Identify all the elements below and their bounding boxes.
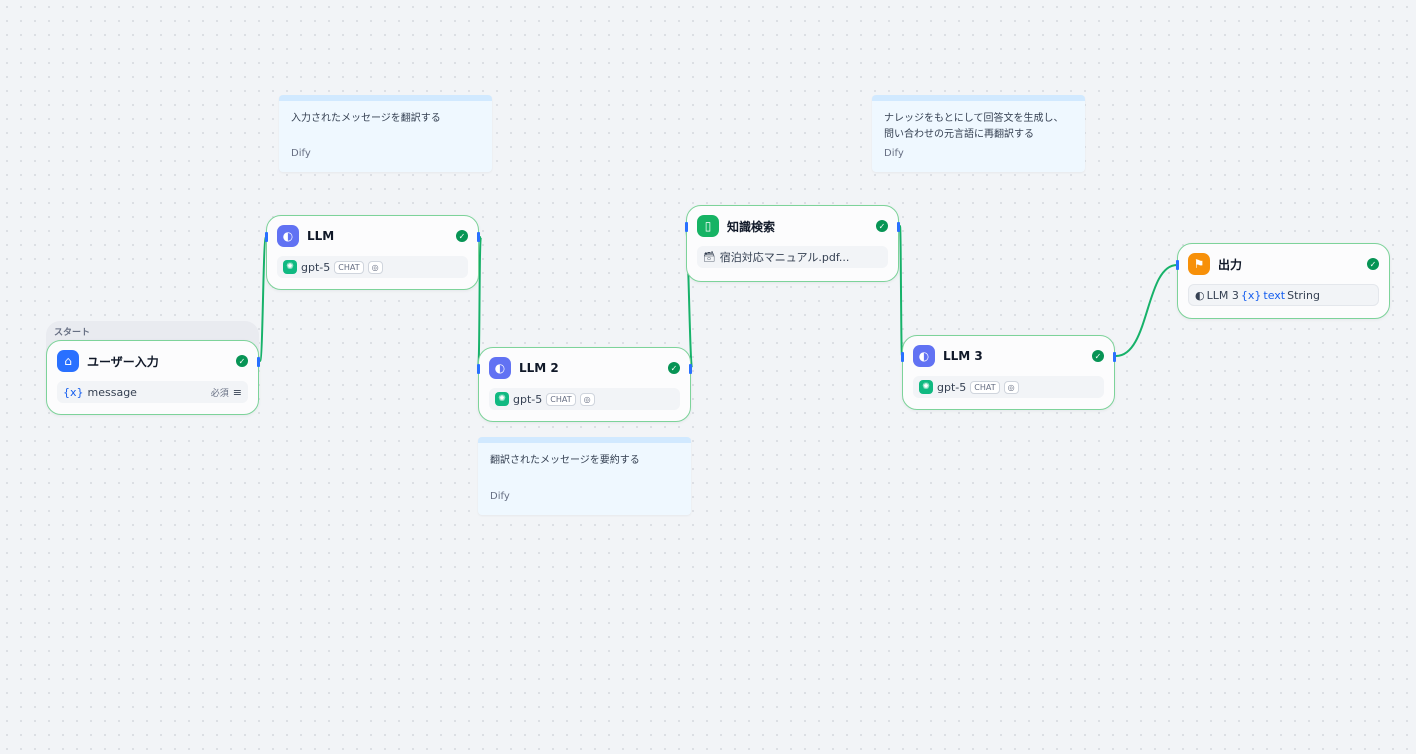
model-name: gpt-5 [301, 260, 331, 274]
dataset-name: 宿泊対応マニュアル.pdf... [719, 251, 850, 264]
note-author: Dify [291, 148, 311, 159]
text-type-icon: ≡ [232, 385, 242, 399]
variable-icon: {x} [1240, 288, 1262, 302]
model-name: gpt-5 [513, 392, 543, 406]
success-check-icon: ✓ [1367, 258, 1379, 270]
llm-brain-icon: ◐ [489, 357, 511, 379]
node-title: LLM [307, 229, 335, 243]
note-summary[interactable]: 翻訳されたメッセージを要約する Dify [478, 437, 691, 515]
note-author: Dify [884, 148, 904, 159]
note-text: ナレッジをもとにして回答文を生成し、問い合わせの元言語に再翻訳する [884, 113, 1064, 140]
vision-icon: ◎ [367, 260, 383, 274]
flag-icon: ⚑ [1188, 253, 1210, 275]
input-handle[interactable] [265, 232, 268, 242]
llm-brain-icon: ◐ [277, 225, 299, 247]
vision-icon: ◎ [579, 392, 595, 406]
output-handle[interactable] [477, 232, 480, 242]
success-check-icon: ✓ [1092, 350, 1104, 362]
edge-llm3-output [1115, 264, 1178, 357]
node-start[interactable]: ⌂ ユーザー入力 ✓ {x}message 必須≡ [46, 340, 260, 415]
variable-type: String [1287, 288, 1320, 302]
note-answer[interactable]: ナレッジをもとにして回答文を生成し、問い合わせの元言語に再翻訳する Dify [872, 95, 1085, 172]
note-translate[interactable]: 入力されたメッセージを翻訳する Dify [279, 95, 492, 172]
mode-badge: CHAT [970, 380, 1000, 394]
success-check-icon: ✓ [876, 220, 888, 232]
input-handle[interactable] [1176, 260, 1179, 270]
input-handle[interactable] [685, 222, 688, 232]
output-handle[interactable] [1113, 352, 1116, 362]
variable-name: text [1263, 288, 1286, 302]
llm-brain-icon: ◐ [913, 345, 935, 367]
input-handle[interactable] [901, 352, 904, 362]
openai-icon: ✺ [919, 380, 933, 394]
required-label: 必須 [210, 388, 229, 399]
node-title: LLM 3 [943, 349, 983, 363]
mode-badge: CHAT [546, 392, 576, 406]
variable-icon: {x} [63, 385, 84, 399]
llm-brain-icon: ◐ [1195, 288, 1205, 302]
variable-name: message [87, 385, 137, 399]
dataset-icon: 🗃 [703, 251, 716, 263]
node-title: LLM 2 [519, 361, 559, 375]
edge-knowledge-llm3 [899, 225, 903, 357]
node-knowledge-retrieval[interactable]: ▯ 知識検索 ✓ 🗃宿泊対応マニュアル.pdf... [685, 205, 900, 282]
book-icon: ▯ [697, 215, 719, 237]
vision-icon: ◎ [1003, 380, 1019, 394]
note-text: 入力されたメッセージを翻訳する [291, 113, 441, 124]
success-check-icon: ✓ [236, 355, 248, 367]
success-check-icon: ✓ [668, 362, 680, 374]
source-node: LLM 3 [1206, 288, 1239, 302]
node-title: 出力 [1218, 257, 1243, 272]
node-title: ユーザー入力 [87, 354, 159, 369]
note-text: 翻訳されたメッセージを要約する [490, 455, 640, 466]
output-handle[interactable] [897, 222, 900, 232]
mode-badge: CHAT [334, 260, 364, 274]
output-handle[interactable] [689, 364, 692, 374]
model-name: gpt-5 [937, 380, 967, 394]
openai-icon: ✺ [495, 392, 509, 406]
output-handle[interactable] [257, 357, 260, 367]
node-title: 知識検索 [727, 219, 776, 234]
success-check-icon: ✓ [456, 230, 468, 242]
home-icon: ⌂ [57, 350, 79, 372]
openai-icon: ✺ [283, 260, 297, 274]
input-handle[interactable] [477, 364, 480, 374]
note-author: Dify [490, 491, 510, 502]
